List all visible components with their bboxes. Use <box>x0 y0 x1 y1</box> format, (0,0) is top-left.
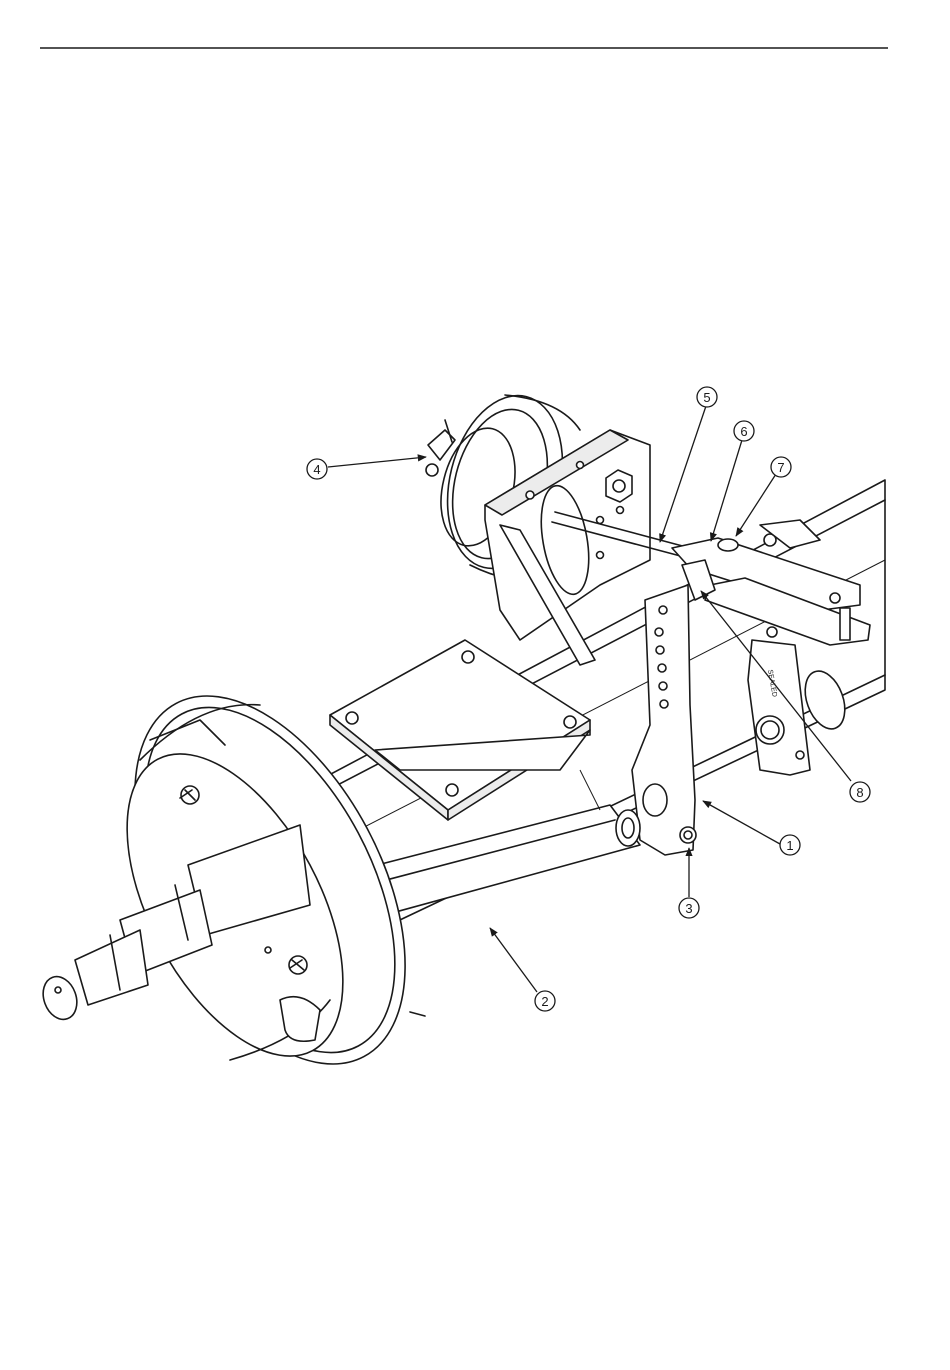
leader-5 <box>660 406 706 542</box>
leader-2 <box>490 928 537 992</box>
callout-2-label: 2 <box>541 994 548 1009</box>
callout-6-label: 6 <box>740 424 747 439</box>
callout-3: 3 <box>679 898 699 918</box>
callout-7-label: 7 <box>777 460 784 475</box>
callout-8-label: 8 <box>856 785 863 800</box>
callout-4-label: 4 <box>313 462 320 477</box>
leader-6 <box>711 440 742 541</box>
leader-4 <box>328 457 426 467</box>
callout-5-label: 5 <box>703 390 710 405</box>
callout-8: 8 <box>850 782 870 802</box>
callout-1: 1 <box>780 835 800 855</box>
callout-6: 6 <box>734 421 754 441</box>
callout-1-label: 1 <box>786 838 793 853</box>
callout-5: 5 <box>697 387 717 407</box>
callout-3-label: 3 <box>685 901 692 916</box>
callout-4: 4 <box>307 459 327 479</box>
leader-1 <box>703 801 780 844</box>
callout-7: 7 <box>771 457 791 477</box>
callout-2: 2 <box>535 991 555 1011</box>
